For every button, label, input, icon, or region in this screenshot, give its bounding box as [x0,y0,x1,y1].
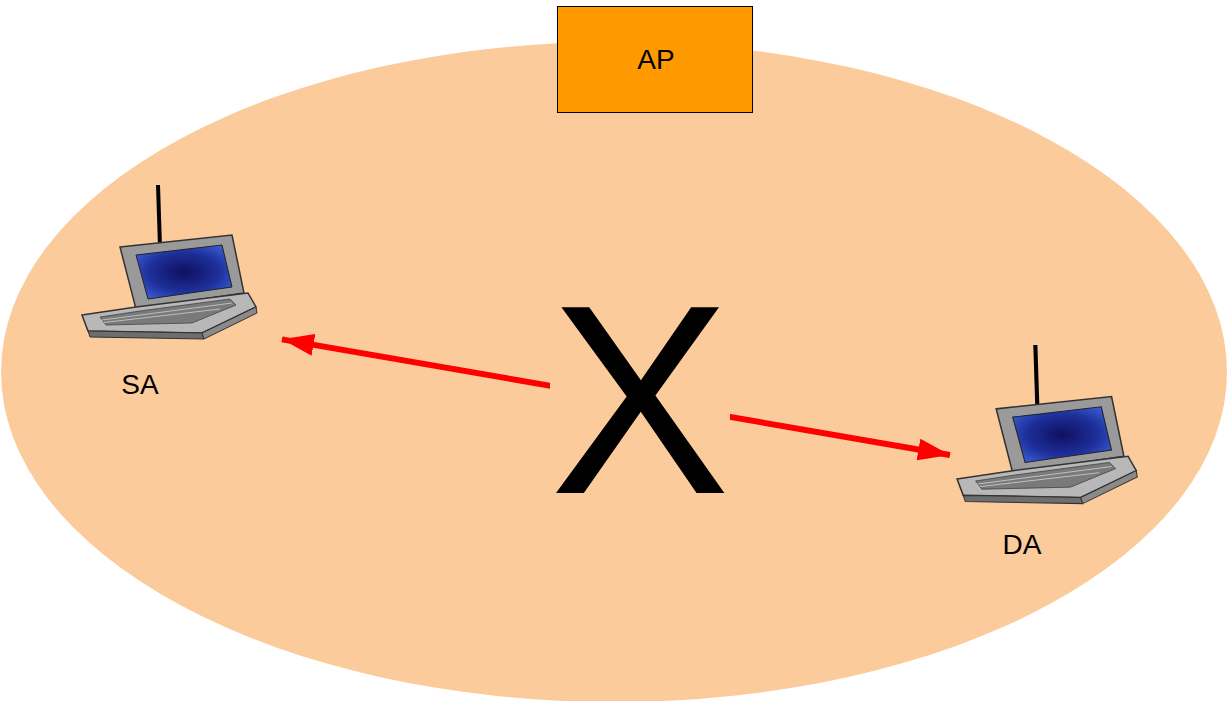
laptop-icon [82,185,257,339]
coverage-area [1,42,1227,701]
access-point-box: AP [557,6,753,113]
node-label: SA [121,369,158,401]
station-node: DA [950,345,1140,565]
laptop-icon [957,345,1137,504]
station-node: SA [80,185,280,405]
node-label: AP [637,44,674,76]
edge-label: X [550,295,730,506]
node-label: DA [1003,529,1042,561]
